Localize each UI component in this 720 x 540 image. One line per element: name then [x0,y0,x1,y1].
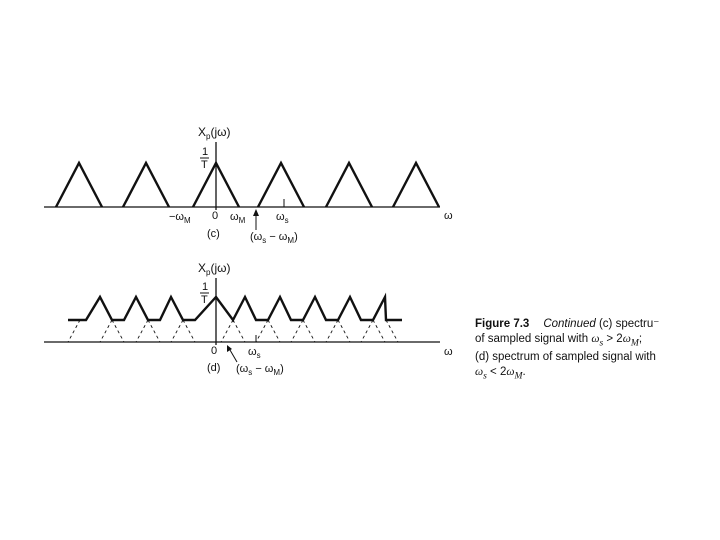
panel-d-dashed-edge [220,319,234,343]
caption-math: ω [591,333,600,345]
caption-math: ω [506,366,515,379]
panel-d-dashed-edge [337,319,351,343]
caption-math-sub: M [630,337,639,349]
panel-d-tick-label-omega-s: ωs [248,346,261,360]
panel-c-tick-label-omega-s: ωs [276,211,289,225]
panel-c-tag: (c) [207,228,220,240]
panel-c-tick-label-neg-omega-m: −ωM [169,211,191,225]
caption-continued: Continued [543,318,596,330]
caption-math-sub: M [514,370,523,382]
panel-c-tick-label-omega-m: ωM [230,211,246,225]
panel-c-gap-arrowhead [253,209,259,216]
panel-d-tick-label-zero: 0 [211,345,217,357]
caption-math-sub: s [599,337,604,349]
panel-d-dashed-edge [147,319,161,343]
caption-line-3: (d) spectrum of sampled signal with [475,350,715,365]
panel-c-triangle [324,160,374,208]
panel-d-gap-label: (ωs − ωM) [236,363,284,377]
figure-caption: Figure 7.3 Continued (c) spectru⁻ of samp… [475,317,715,384]
panel-d-dashed-edge [290,319,304,343]
caption-line-4: ωs < 2ωM. [475,365,715,383]
panel-d-axis-label-omega: ω [444,346,453,358]
panel-c-axis-label-omega: ω [444,210,453,222]
panel-d-tag: (d) [207,362,220,374]
panel-d-gap-arrowhead [227,345,232,352]
panel-d-dashed-edge [385,319,399,343]
panel-c-triangle [121,160,171,208]
caption-math-sub: s [483,370,487,382]
panel-d-dashed-edge [255,319,269,343]
panel-d-overlap-dashes [67,319,399,343]
figure-number: Figure 7.3 [475,318,530,330]
caption-line-1: Figure 7.3 Continued (c) spectru⁻ [475,317,715,332]
panel-d-dashed-edge [170,319,184,343]
panel-d-dashed-edge [325,319,339,343]
caption-text: of sampled signal with [475,333,592,345]
caption-math: ω [475,366,484,379]
panel-c-amplitude-denominator: T [201,159,208,171]
panel-c-triangle [191,160,241,208]
panel-c-triangle [54,160,104,208]
panel-d-gap-arrow [229,349,238,363]
panel-c-y-label: Xp(jω) [198,125,231,141]
caption-line-2: of sampled signal with ωs > 2ωM; [475,332,715,350]
panel-d-dashed-edge [267,319,281,343]
panel-d-amplitude-numerator: 1 [202,281,208,293]
caption-text: < 2 [486,366,507,379]
caption-text: > 2 [603,333,623,345]
panel-d-dashed-edge [111,319,125,343]
panel-d-dashed-edge [360,319,374,343]
panel-d-dashed-edge [135,319,149,343]
panel-c-gap-label: (ωs − ωM) [250,231,298,245]
panel-d-dashed-edge [67,319,81,343]
caption-text: ; [638,333,643,345]
caption-text: (d) spectrum of sampled signal with [475,351,656,364]
caption-text: . [522,366,526,379]
caption-math: ω [622,333,631,345]
panel-c-spectrum-replicas [54,160,441,208]
panel-c-triangle [256,160,306,208]
panel-c-amplitude-numerator: 1 [202,146,208,158]
panel-d-amplitude-denominator: T [201,294,208,306]
panel-c-triangle [391,160,441,208]
caption-line1-rest: (c) spectru⁻ [595,318,660,330]
panel-d-y-label: Xp(jω) [198,261,231,277]
panel-d-dashed-edge [302,319,316,343]
panel-d-dashed-edge [232,319,246,343]
panel-d-dashed-edge [99,319,113,343]
panel-c-tick-label-zero: 0 [212,210,218,222]
panel-d-dashed-edge [372,319,386,343]
panel-d: Xp(jω) 1 T 0 ωs ω (d) (ωs − ωM) [44,261,453,377]
panel-d-dashed-edge [182,319,196,343]
panel-c: Xp(jω) 1 T −ωM 0 ωM ωs ω (c) (ωs − ωM) [44,125,453,245]
panel-d-aliased-spectrum [68,292,402,323]
